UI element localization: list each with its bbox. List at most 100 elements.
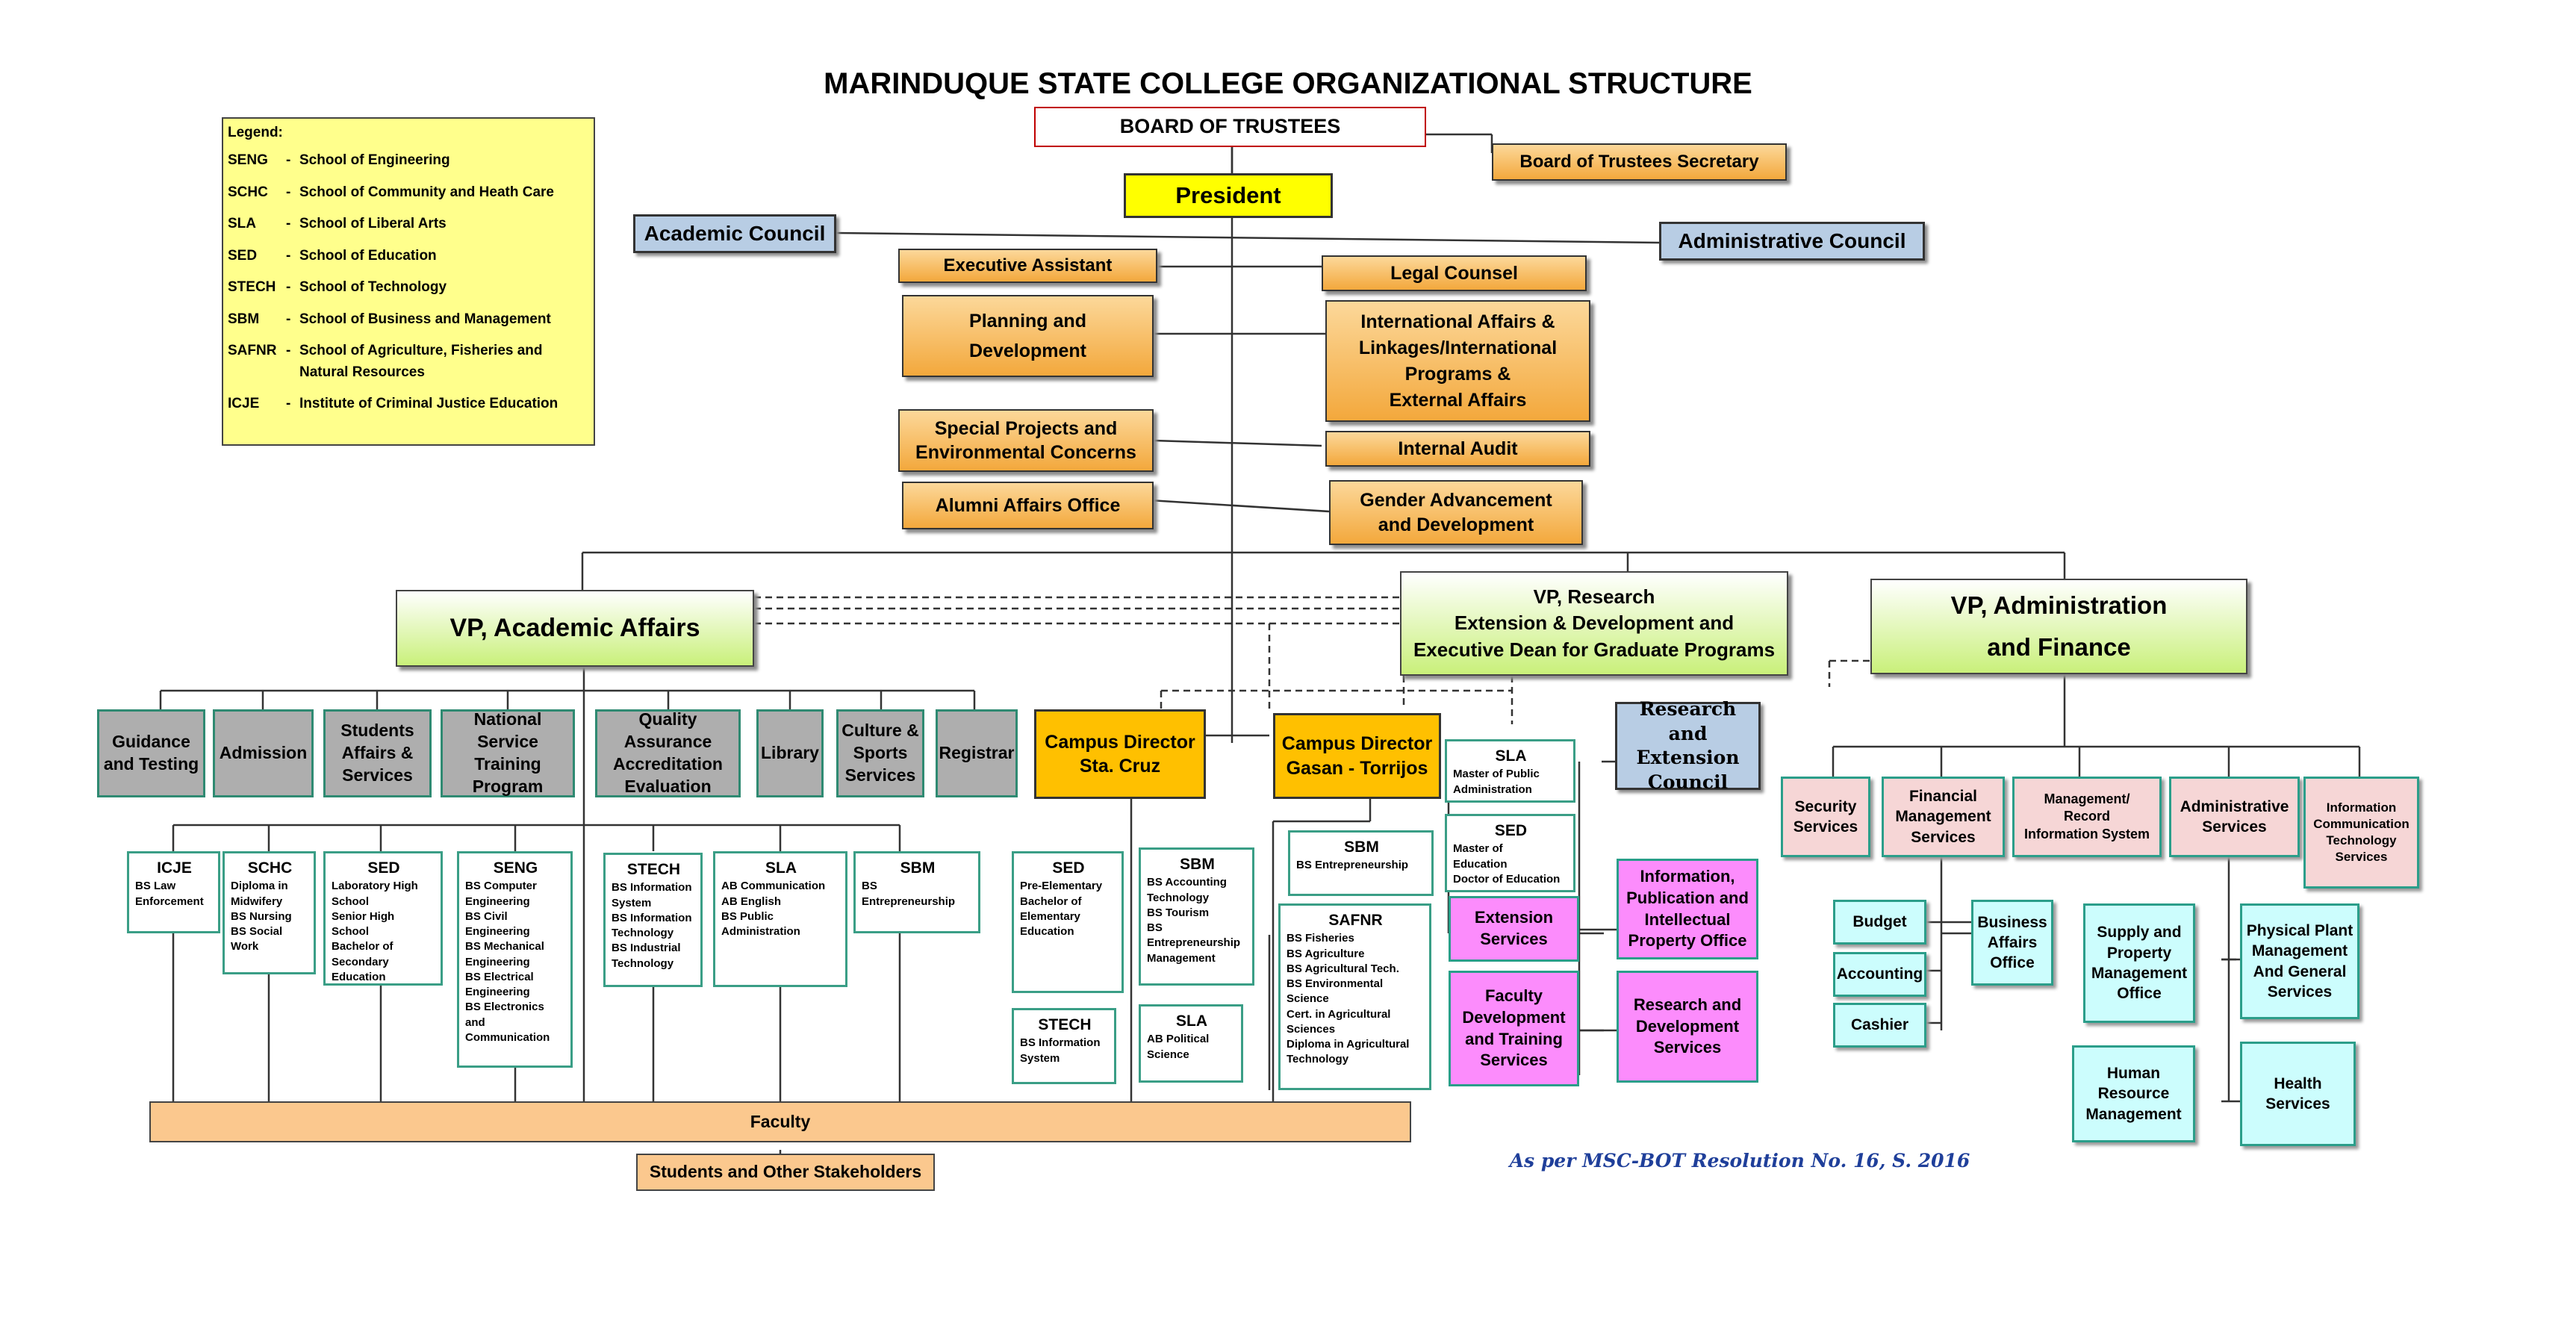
school-programs: BS Accounting Technology BS Tourism BS E… [1147, 876, 1241, 965]
legend-dash: - [286, 343, 291, 358]
academic-unit-box: National Service Training Program [441, 709, 575, 797]
academic-unit-box-label: Students Affairs & Services [340, 721, 414, 785]
financial-management-box: Financial Management Services [1882, 777, 2005, 857]
legal-counsel-box: Legal Counsel [1322, 255, 1587, 291]
legend-name: School of Engineering [299, 152, 450, 168]
legend-dash: - [286, 247, 291, 264]
legend-item: SCHC-School of Community and Heath Care [228, 182, 589, 204]
special-projects-box: Special Projects and Environmental Conce… [898, 409, 1154, 472]
academic-unit-box: Library [756, 709, 824, 797]
school-programs: BS Entrepreneurship [862, 880, 956, 908]
legend-dash: - [286, 311, 291, 327]
school-abbr: STECH [626, 861, 681, 878]
school-box: SAFNR BS Fisheries BS Agriculture BS Agri… [1278, 903, 1431, 1090]
school-abbr: SBM [1180, 856, 1215, 873]
academic-unit-box-label: Guidance and Testing [103, 732, 199, 774]
ict-services-box: Information Communication Technology Ser… [2303, 777, 2419, 889]
board-of-trustees-box: BOARD OF TRUSTEES [1034, 107, 1426, 147]
legend-dash: - [286, 184, 291, 200]
administrative-services-box: Administrative Services [2169, 777, 2300, 857]
legend-abbr: STECH [228, 279, 276, 295]
legend-item: STECH-School of Technology [228, 277, 589, 299]
school-programs: Pre-Elementary Bachelor of Elementary Ed… [1020, 880, 1103, 939]
school-programs: AB Political Science [1147, 1033, 1210, 1061]
administrative-council-box: Administrative Council [1659, 222, 1925, 261]
students-stakeholders-box: Students and Other Stakeholders [636, 1154, 935, 1191]
academic-unit-box-label: Culture & Sports Services [841, 721, 919, 785]
vp-academic-affairs-box: VP, Academic Affairs [396, 590, 754, 667]
academic-unit-box: Registrar [936, 709, 1018, 797]
legend-abbr: SED [228, 247, 258, 264]
school-programs: BS Law Enforcement [135, 880, 204, 908]
legend-item: ICJE-Institute of Criminal Justice Educa… [228, 393, 589, 415]
faculty-bar: Faculty [149, 1101, 1411, 1142]
extension-services-box: Extension Services [1449, 896, 1579, 962]
president-box: President [1124, 173, 1333, 218]
legend-name: School of Technology [299, 279, 447, 295]
school-programs: Master of Education Doctor of Education [1453, 842, 1561, 886]
research-development-services-box: Research and Development Services [1617, 971, 1758, 1083]
academic-unit-box: Culture & Sports Services [836, 709, 924, 797]
academic-unit-box: Admission [213, 709, 314, 797]
legend-item: SBM-School of Business and Management [228, 309, 589, 331]
legend-name: School of Business and Management [299, 311, 551, 327]
legend-abbr: SLA [228, 216, 256, 231]
research-extension-council-box: Research and Extension Council [1615, 698, 1761, 793]
campus-gasan-box: Campus Director Gasan - Torrijos [1273, 713, 1441, 799]
school-abbr: SAFNR [1328, 912, 1383, 929]
legend-abbr: ICJE [228, 396, 260, 411]
school-abbr: STECH [1038, 1016, 1092, 1033]
executive-assistant-box: Executive Assistant [898, 249, 1157, 283]
cashier-box: Cashier [1833, 1003, 1926, 1048]
academic-unit-box-label: Registrar [939, 743, 1015, 763]
school-abbr: SLA [765, 859, 797, 877]
school-programs: BS Computer Engineering BS Civil Enginee… [465, 880, 550, 1044]
school-programs: BS Fisheries BS Agriculture BS Agricultu… [1287, 932, 1410, 1066]
physical-plant-box: Physical Plant Management And General Se… [2240, 903, 2359, 1019]
legend-name: School of Education [299, 247, 437, 264]
school-programs: AB Communication AB English BS Public Ad… [721, 880, 826, 939]
supply-property-box: Supply and Property Management Office [2083, 903, 2195, 1023]
school-box: SBM BS Entrepreneurship [853, 851, 980, 933]
academic-unit-box: Guidance and Testing [97, 709, 205, 797]
legend-item: SENG-School of Engineering [228, 150, 589, 172]
board-secretary-box: Board of Trustees Secretary [1492, 143, 1787, 181]
academic-unit-box-label: Library [761, 743, 819, 763]
vp-research-box: VP, Research Extension & Development and… [1400, 571, 1788, 676]
faculty-development-box: Faculty Development and Training Service… [1449, 971, 1579, 1086]
school-abbr: SBM [900, 859, 936, 877]
school-box: STECH BS Information System [1012, 1008, 1116, 1084]
vp-administration-box: VP, Administration and Finance [1870, 579, 2247, 674]
legend-name: School of Community and Heath Care [299, 184, 554, 200]
academic-unit-box: Quality Assurance Accreditation Evaluati… [595, 709, 741, 797]
human-resource-box: Human Resource Management [2072, 1045, 2195, 1142]
legend-dash: - [286, 216, 291, 231]
legend-name: Institute of Criminal Justice Education [299, 396, 559, 411]
international-affairs-box: International Affairs & Linkages/Interna… [1325, 300, 1590, 422]
legend-heading: Legend: [228, 125, 283, 140]
page-title: MARINDUQUE STATE COLLEGE ORGANIZATIONAL … [824, 67, 1752, 100]
planning-development-box: Planning and Development [902, 295, 1154, 377]
school-box: SLA AB Communication AB English BS Public… [713, 851, 847, 987]
alumni-affairs-box: Alumni Affairs Office [902, 482, 1154, 529]
academic-unit-box-label: National Service Training Program [472, 709, 544, 796]
budget-box: Budget [1833, 900, 1926, 945]
school-programs: BS Information System [1020, 1036, 1101, 1065]
academic-unit-box-label: Quality Assurance Accreditation Evaluati… [613, 709, 723, 796]
school-programs: Diploma in Midwifery BS Nursing BS Socia… [231, 880, 292, 953]
business-affairs-box: Business Affairs Office [1971, 900, 2053, 986]
school-abbr: SED [1494, 822, 1528, 839]
legend-abbr: SAFNR [228, 343, 277, 358]
school-abbr: SED [1052, 859, 1085, 877]
school-abbr: SBM [1344, 839, 1379, 856]
school-abbr: SENG [493, 859, 538, 877]
school-abbr: SLA [1495, 747, 1527, 765]
